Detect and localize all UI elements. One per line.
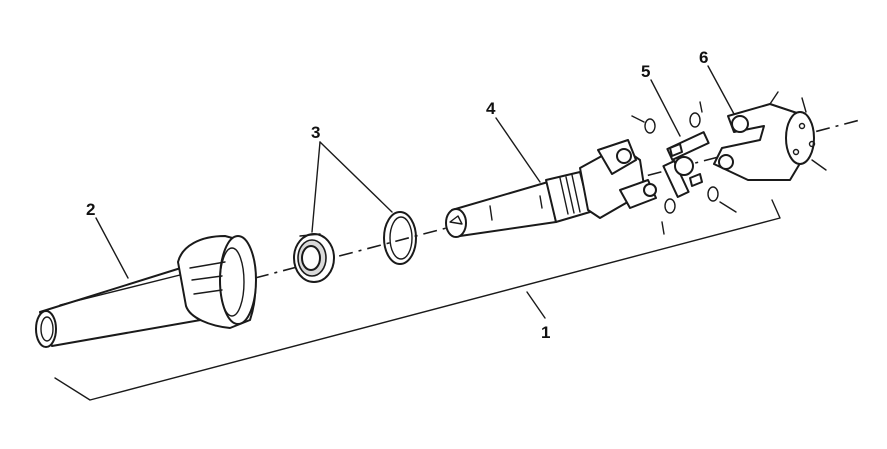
- part-2-outer-tube: [35, 235, 257, 348]
- callout-5: 5: [641, 62, 650, 81]
- leader-line-4: [495, 117, 541, 183]
- part-5-universal-cross: [631, 101, 737, 235]
- leader-line-6: [707, 65, 735, 115]
- part-4-inner-shaft-yoke: [445, 139, 657, 238]
- leader-line-2: [95, 217, 129, 279]
- leader-line-3b: [319, 141, 393, 213]
- part-3-seal: [293, 233, 335, 283]
- callout-2: 2: [86, 200, 95, 219]
- callout-1: 1: [541, 323, 550, 342]
- callout-4: 4: [486, 99, 496, 118]
- leader-line-3a: [311, 141, 321, 233]
- leader-line-5: [650, 79, 681, 137]
- part-6-end-yoke: [713, 91, 827, 181]
- callout-6: 6: [699, 48, 708, 67]
- part-3-snap-ring: [383, 211, 417, 265]
- assembly-bracket-line: [54, 199, 781, 401]
- callout-3: 3: [311, 123, 320, 142]
- leader-line-1: [526, 291, 546, 319]
